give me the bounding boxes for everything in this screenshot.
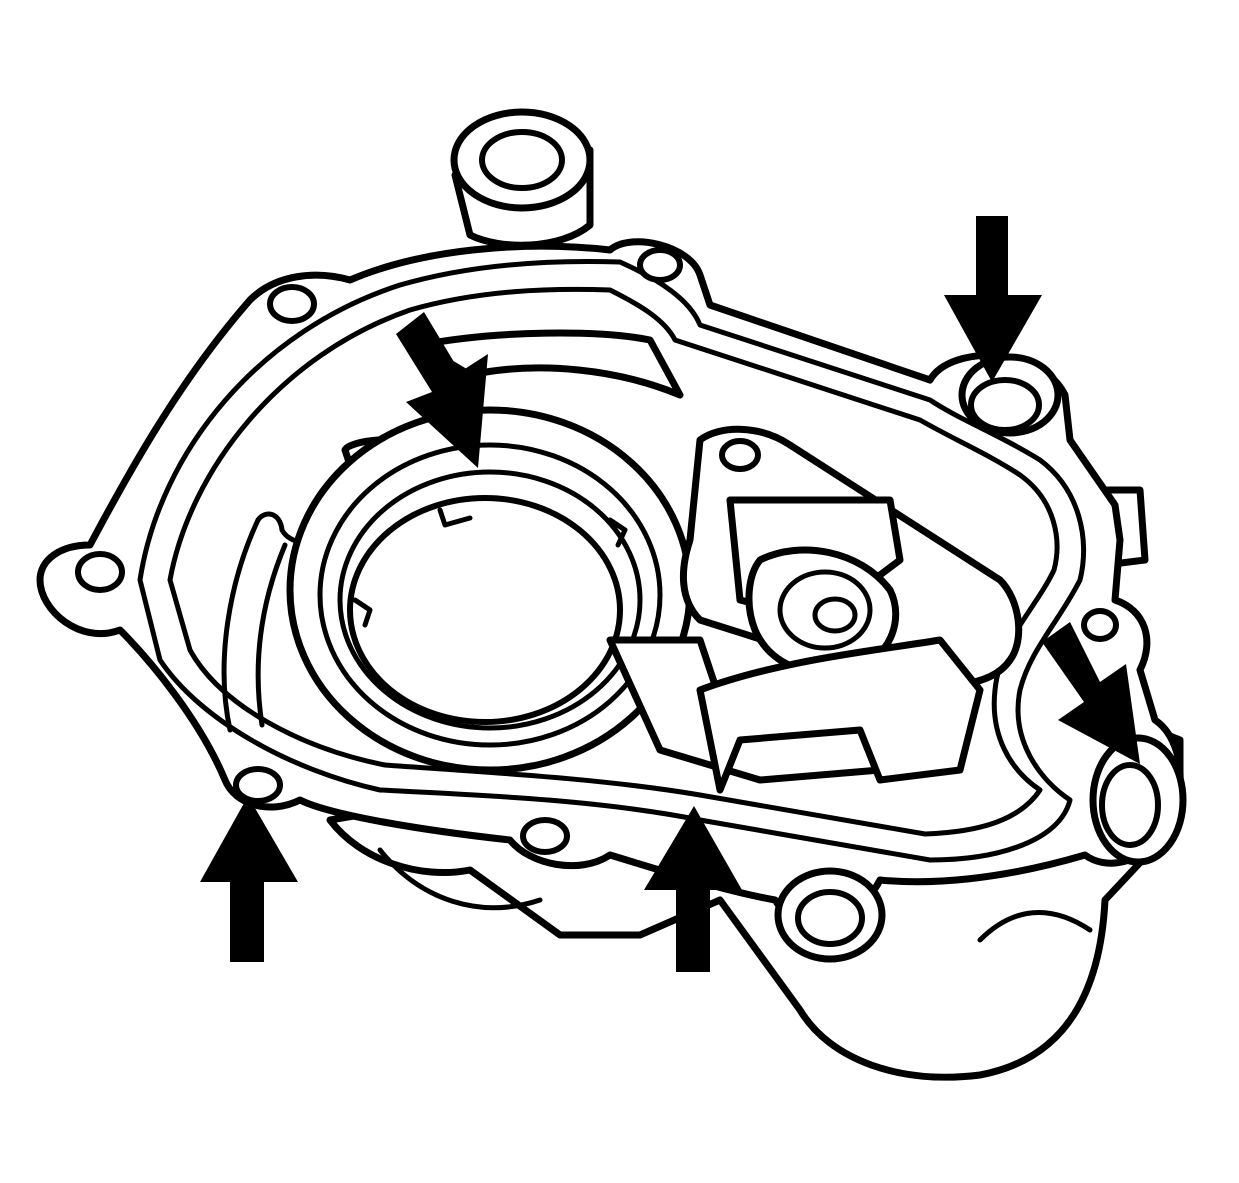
bore-notch-1 <box>437 507 473 528</box>
rotor <box>777 569 873 651</box>
right-port-bore <box>1099 762 1161 848</box>
arrow-upper-right-hole <box>944 216 1042 382</box>
flange-hole-bottom-center <box>520 817 570 855</box>
rotor-hub <box>812 596 858 634</box>
left-curved-slot <box>221 517 261 733</box>
bottom-boss-hole <box>795 889 865 947</box>
arrow-lower-left-hole <box>200 796 298 962</box>
arrow-lower-center <box>644 806 742 972</box>
center-bore-mid-ring <box>317 442 663 748</box>
center-bore-inner-ring <box>337 469 643 731</box>
top-boss-hole <box>479 129 565 191</box>
arrow-center-bore <box>396 312 488 468</box>
lower-body-contour-2 <box>977 910 1093 943</box>
flange-hole-upper-right-bore <box>968 377 1042 433</box>
flange-hole-bottom-left <box>233 766 283 804</box>
flange-hole-right <box>1081 608 1119 642</box>
outlet-channel-lip <box>696 636 984 794</box>
bore-notch-3 <box>607 517 628 548</box>
gasket-bead-outer <box>137 258 1087 863</box>
arrow-right-side <box>1042 622 1140 764</box>
flange-hole-top <box>637 247 683 283</box>
left-curved-slot-2 <box>255 542 288 728</box>
bore-notch-2 <box>352 597 373 628</box>
flange-hole-top-left <box>267 284 317 324</box>
center-bore <box>347 495 623 725</box>
cavity-hole <box>719 438 761 472</box>
lower-body-contour <box>377 847 543 911</box>
shroud-vane <box>416 329 684 399</box>
flange-hole-left <box>75 551 125 593</box>
